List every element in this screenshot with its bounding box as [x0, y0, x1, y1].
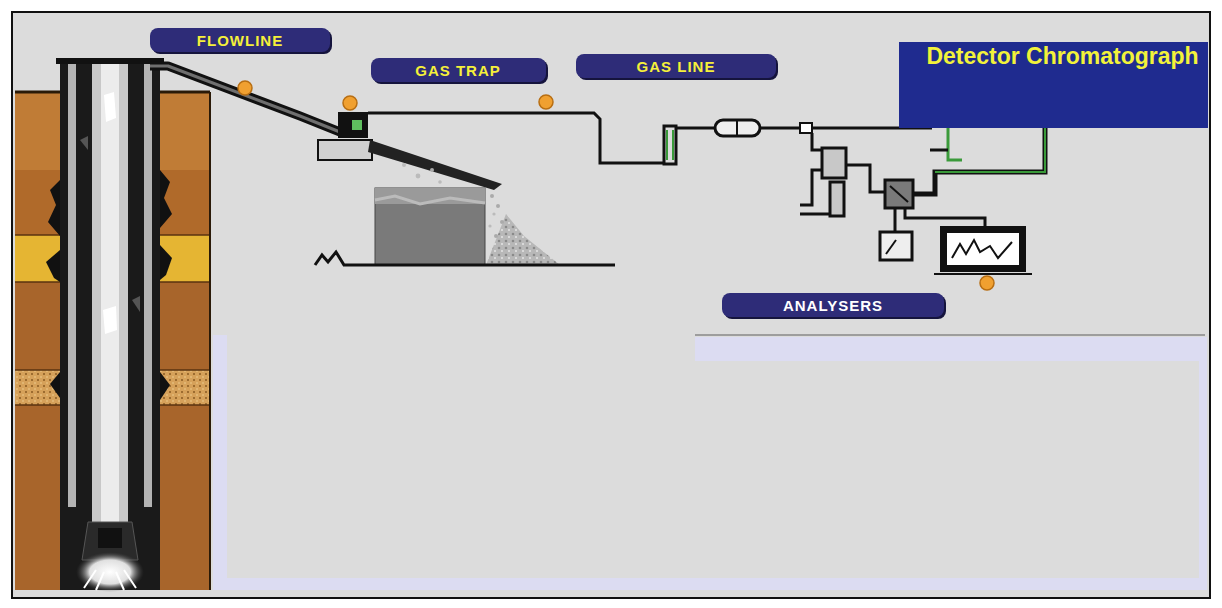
- label-text: GAS TRAP: [415, 62, 501, 79]
- callout-label: GAS LINE: [576, 54, 776, 78]
- wellbore: [46, 58, 172, 592]
- callout-label: FLOWLINE: [150, 28, 330, 52]
- gas-trap-symbol: [318, 112, 372, 160]
- panel-strip: [1199, 337, 1207, 590]
- detector-panel: Detector Chromatograph: [899, 42, 1208, 128]
- panel-strip: [213, 335, 227, 590]
- panel-strip: [213, 578, 1205, 590]
- flowline-pipe: [150, 66, 340, 132]
- callout-dot: [238, 81, 994, 290]
- shaker-and-tank: [315, 140, 615, 265]
- label-text: FLOWLINE: [197, 32, 283, 49]
- callout-label: GAS TRAP: [371, 58, 546, 82]
- analyser-monitor: [934, 226, 1032, 274]
- label-text: Detector Chromatograph: [926, 42, 1198, 71]
- panel-strip: [695, 337, 1205, 361]
- gas-line-tubing: [368, 113, 985, 260]
- flowline-pipe: [150, 66, 340, 132]
- callout-label: ANALYSERS: [722, 293, 944, 317]
- detector-feed: [913, 128, 1045, 194]
- panel-line: [695, 334, 1205, 336]
- label-text: ANALYSERS: [783, 297, 883, 314]
- label-text: GAS LINE: [637, 58, 716, 75]
- frame: [12, 12, 1210, 598]
